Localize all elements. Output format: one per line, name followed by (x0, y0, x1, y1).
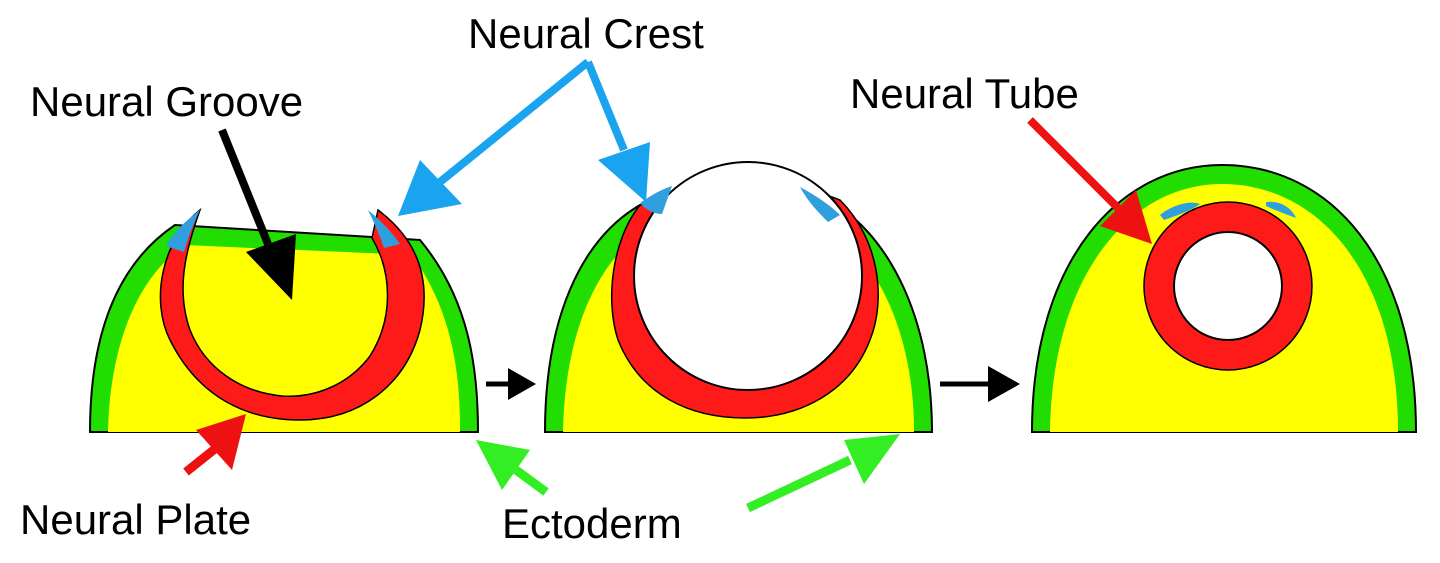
label-neural-tube: Neural Tube (850, 70, 1079, 117)
stage-2-lumen (633, 161, 863, 391)
neural-crest-arrow-left (398, 58, 591, 216)
ectoderm-arrow-right (746, 434, 900, 513)
stage-1-neural-groove (88, 207, 480, 433)
stage-2-neural-crest-right (800, 187, 840, 222)
label-neural-crest: Neural Crest (468, 10, 704, 57)
neural-plate-arrow (183, 414, 246, 476)
label-neural-groove: Neural Groove (30, 78, 303, 125)
stage-3-neural-tube (1030, 163, 1418, 433)
stage-3-neural-crest-right (1266, 201, 1296, 218)
stage-1-neural-crest-left (166, 210, 200, 252)
stage-3-neural-crest-left (1160, 202, 1200, 220)
transition-arrow-1 (486, 368, 536, 400)
stage-2-neural-crest-left (640, 186, 672, 214)
label-neural-plate: Neural Plate (20, 496, 251, 543)
transition-arrow-2 (940, 366, 1020, 402)
stage-1-neural-crest-right (368, 210, 400, 248)
neural-tube-arrow (1027, 117, 1152, 244)
ectoderm-arrow-left (476, 440, 549, 496)
neural-crest-arrow-right (584, 60, 650, 202)
stage-3-neural-canal (1173, 231, 1283, 341)
label-ectoderm: Ectoderm (502, 500, 682, 547)
stage-2-closing-groove (543, 161, 934, 433)
neural-groove-arrow (218, 128, 296, 300)
